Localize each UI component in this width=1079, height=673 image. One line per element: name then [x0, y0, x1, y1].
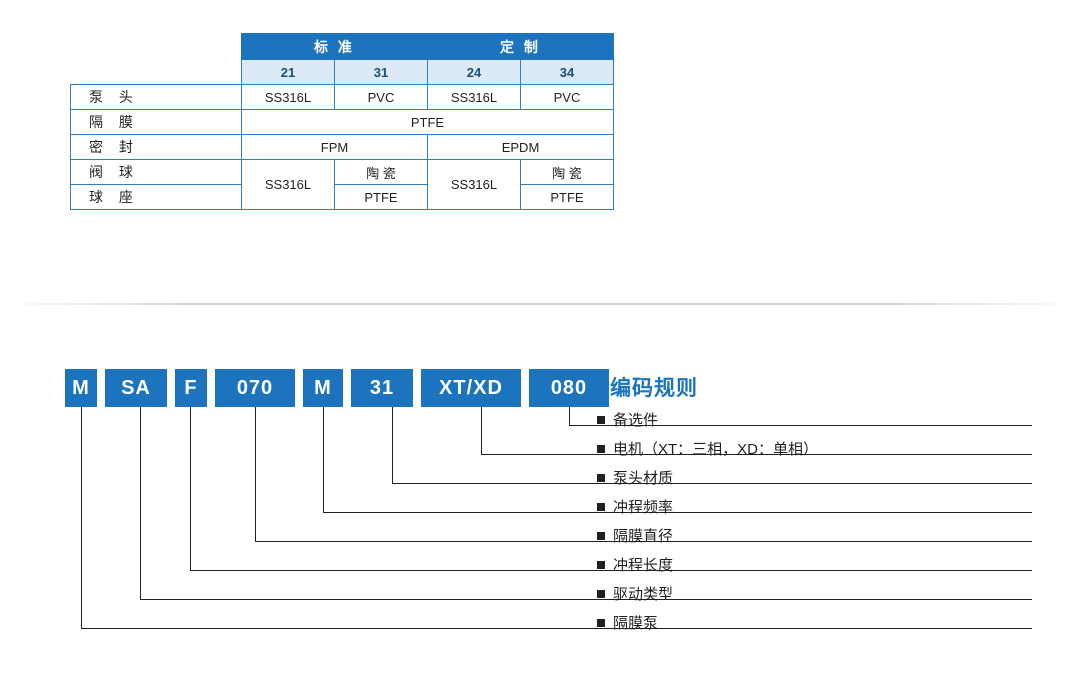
table-row: 密 封 FPM EPDM [70, 134, 614, 160]
group-header-custom: 定 制 [427, 33, 614, 60]
legend-drive-label: 驱动类型 [613, 586, 674, 603]
legend-diameter: 隔膜直径 [597, 529, 673, 544]
legend-motor-label: 电机（XT：三相，XD：单相） [613, 441, 819, 458]
leader-vline-drive [140, 407, 141, 599]
cell-ball-standard-ss: SS316L [241, 159, 335, 210]
leader-vline-motor [481, 407, 482, 454]
leader-hline-option [569, 425, 1032, 426]
leader-vline-diameter [255, 407, 256, 541]
cell-head-34: PVC [520, 84, 614, 110]
cell-seal-standard: FPM [241, 134, 428, 160]
table-row: 隔 膜 PTFE [70, 109, 614, 135]
table-group-header-row: 标 准 定 制 [71, 33, 614, 60]
legend-motor: 电机（XT：三相，XD：单相） [597, 442, 818, 457]
legend-frequency: 冲程频率 [597, 500, 673, 515]
legend-drive: 驱动类型 [597, 587, 673, 602]
group-header-standard: 标 准 [241, 33, 428, 60]
table-row: 阀 球 SS316L 陶 瓷 SS316L 陶 瓷 [70, 159, 614, 210]
legend-stroke: 冲程长度 [597, 558, 673, 573]
bullet-square-icon [597, 474, 605, 482]
leader-vline-stroke [190, 407, 191, 570]
table-code-header-row: 21 31 24 34 [71, 59, 614, 85]
table-row: 球 座 PTFE PTFE [70, 184, 614, 210]
leader-vline-frequency [323, 407, 324, 512]
legend-pump: 隔膜泵 [597, 616, 658, 631]
bullet-square-icon [597, 619, 605, 627]
bullet-square-icon [597, 445, 605, 453]
legend-option: 备选件 [597, 413, 658, 428]
leader-hline-diameter [255, 541, 1032, 542]
leader-hline-frequency [323, 512, 1032, 513]
legend-pumphead: 泵头材质 [597, 471, 673, 486]
spacer-cell [71, 60, 242, 85]
cell-seat-34-ptfe: PTFE [520, 184, 614, 210]
cell-seat-31-ptfe: PTFE [334, 184, 428, 210]
row-label-ball-seat: 球 座 [70, 184, 242, 210]
legend-stroke-label: 冲程长度 [613, 557, 674, 574]
bullet-square-icon [597, 416, 605, 424]
code-segment-sa: SA [105, 369, 167, 407]
code-segment-m1: M [65, 369, 97, 407]
leader-vline-pumphead [392, 407, 393, 483]
code-segment-070: 070 [215, 369, 295, 407]
legend-diameter-label: 隔膜直径 [613, 528, 674, 545]
code-segment-31: 31 [351, 369, 413, 407]
bullet-square-icon [597, 561, 605, 569]
spacer-cell [71, 34, 242, 60]
code-segment-xtxd: XT/XD [421, 369, 521, 407]
cell-seal-custom: EPDM [427, 134, 614, 160]
cell-head-31: PVC [334, 84, 428, 110]
cell-head-24: SS316L [427, 84, 521, 110]
material-table: 标 准 定 制 21 31 24 34 泵 头 SS316L PVC SS316… [70, 33, 614, 210]
leader-hline-pump [81, 628, 1032, 629]
row-label-diaphragm: 隔 膜 [70, 109, 242, 135]
code-segment-080: 080 [529, 369, 609, 407]
bullet-square-icon [597, 532, 605, 540]
leader-hline-motor [481, 454, 1032, 455]
cell-ball-custom-ss: SS316L [427, 159, 521, 210]
legend-frequency-label: 冲程频率 [613, 499, 674, 516]
cell-ball-34-ceramic: 陶 瓷 [520, 159, 614, 185]
code-header-21: 21 [241, 59, 335, 85]
legend-pump-label: 隔膜泵 [613, 615, 659, 632]
code-segment-f: F [175, 369, 207, 407]
leader-hline-stroke [190, 570, 1032, 571]
legend-pumphead-label: 泵头材质 [613, 470, 674, 487]
leader-vline-pump [81, 407, 82, 628]
bullet-square-icon [597, 503, 605, 511]
row-label-pump-head: 泵 头 [70, 84, 242, 110]
row-label-seal: 密 封 [70, 134, 242, 160]
legend-option-label: 备选件 [613, 412, 659, 429]
code-header-31: 31 [334, 59, 428, 85]
table-row: 泵 头 SS316L PVC SS316L PVC [70, 84, 614, 110]
cell-head-21: SS316L [241, 84, 335, 110]
bullet-square-icon [597, 590, 605, 598]
leader-hline-drive [140, 599, 1032, 600]
code-header-24: 24 [427, 59, 521, 85]
cell-ball-31-ceramic: 陶 瓷 [334, 159, 428, 185]
cell-diaphragm-all: PTFE [241, 109, 614, 135]
row-label-valve-ball: 阀 球 [70, 159, 242, 185]
section-divider [0, 303, 1079, 305]
leader-vline-option [569, 407, 570, 425]
leader-hline-pumphead [392, 483, 1032, 484]
code-segment-m2: M [303, 369, 343, 407]
code-header-34: 34 [520, 59, 614, 85]
coding-rule-title: 编码规则 [610, 377, 698, 400]
